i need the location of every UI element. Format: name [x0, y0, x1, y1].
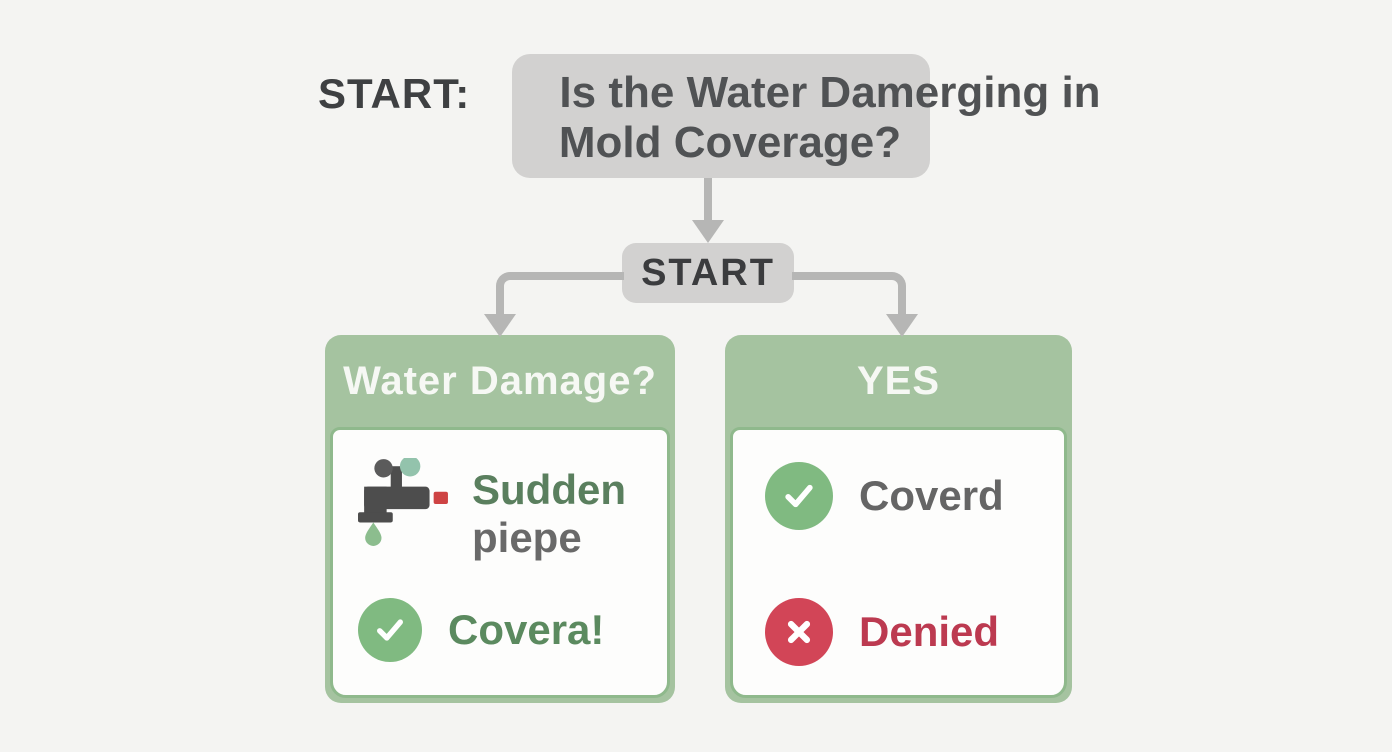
list-item: Denied [765, 598, 999, 666]
sudden-text: Sudden [472, 466, 626, 513]
x-icon [765, 598, 833, 666]
piepe-text: piepe [472, 514, 582, 561]
check-icon [765, 462, 833, 530]
list-item: Coverd [765, 462, 1004, 530]
connector-left-branch [496, 272, 624, 316]
card-water-damage: Water Damage? Sudden piepe [325, 335, 675, 703]
list-item: Sudden piepe [358, 458, 626, 562]
card-yes-header: YES [856, 358, 941, 403]
arrow-down-icon [886, 314, 918, 337]
arrow-down-icon [692, 220, 724, 243]
connector-right-branch [792, 272, 906, 316]
denied-label: Denied [859, 608, 1000, 655]
card-water-damage-body: Sudden piepe Covera! [330, 427, 670, 698]
start-node: START [622, 243, 794, 303]
card-water-damage-header: Water Damage? [343, 358, 657, 403]
arrow-down-icon [484, 314, 516, 337]
card-yes: YES Coverd Denied [725, 335, 1072, 703]
faucet-icon [358, 458, 448, 546]
question-line1: Is the Water Damerging in [559, 68, 1101, 117]
check-icon [358, 598, 422, 662]
start-label: START: [318, 70, 471, 117]
card-yes-body: Coverd Denied [730, 427, 1067, 698]
covera-label: Covera! [448, 606, 605, 653]
list-item: Covera! [358, 598, 604, 662]
coverd-label: Coverd [859, 472, 1004, 519]
question-box [512, 54, 930, 178]
connector-top-line [704, 178, 712, 224]
list-item-text: Sudden piepe [472, 466, 626, 562]
question-line2: Mold Coverage? [558, 118, 902, 167]
